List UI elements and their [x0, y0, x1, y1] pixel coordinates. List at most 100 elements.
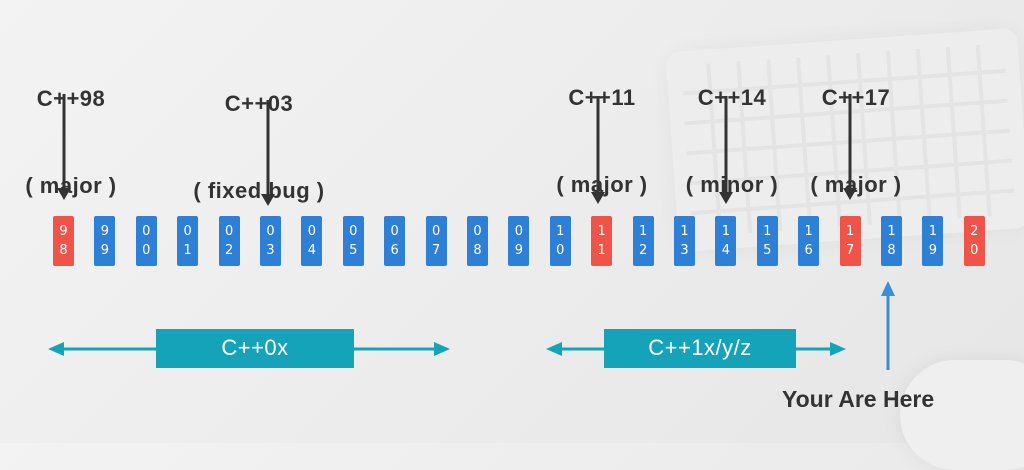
callout-version: C++14 [697, 85, 767, 110]
year-digit: 1 [928, 224, 938, 239]
you-are-here-arrow [881, 281, 895, 370]
year-digit: 0 [142, 224, 151, 239]
year-digit: 2 [970, 224, 979, 239]
year-digit: 0 [183, 224, 192, 239]
callout-arrows [57, 94, 857, 206]
year-digit: 0 [390, 224, 399, 239]
year-digit: 6 [804, 243, 813, 258]
callout-version: C++11 [568, 85, 636, 110]
year-digit: 1 [597, 224, 606, 239]
year-digit: 7 [431, 243, 441, 258]
year-digit: 0 [970, 243, 979, 258]
callout-note: ( fixed bug ) [193, 178, 325, 203]
year-digit: 1 [597, 243, 606, 258]
year-digit: 0 [473, 224, 482, 239]
year-digit: 5 [349, 243, 358, 258]
year-digit: 1 [887, 224, 896, 239]
diagram-overlay [48, 94, 895, 370]
year-digit: 8 [887, 243, 896, 258]
year-digit: 1 [804, 224, 813, 239]
year-digit: 1 [183, 243, 192, 258]
callout-arrow-head [57, 188, 71, 200]
year-digit: 1 [845, 224, 855, 239]
year-digit: 2 [638, 243, 648, 258]
callout-note: ( minor ) [685, 172, 779, 197]
callout-version: C++98 [36, 86, 106, 111]
callout-cpp98: C++98 ( major ) [25, 26, 116, 229]
callout-version: C++03 [224, 91, 294, 116]
callout-version: C++17 [821, 85, 891, 110]
year-digit: 0 [431, 224, 441, 239]
year-digit: 1 [763, 224, 772, 239]
era-label-box [604, 329, 796, 368]
year-digit: 9 [100, 243, 110, 258]
callout-note: ( major ) [810, 172, 902, 197]
era-label-box [156, 329, 354, 368]
year-digit: 0 [514, 224, 524, 239]
callout-arrow-head [843, 188, 857, 200]
year-digit: 5 [763, 243, 772, 258]
era-label-cpp1x: C++1x/y/z [648, 335, 752, 360]
year-digit: 4 [307, 243, 317, 258]
year-digit: 7 [845, 243, 855, 258]
you-are-here-label: Your Are Here [782, 386, 935, 412]
year-digit: 1 [638, 224, 648, 239]
era-arrow-head-left [546, 342, 562, 356]
year-digit: 2 [224, 243, 234, 258]
year-digit: 1 [680, 224, 689, 239]
year-digit: 0 [224, 224, 234, 239]
year-digit: 0 [349, 224, 358, 239]
callout-note: ( major ) [556, 172, 648, 197]
year-digit: 0 [556, 243, 565, 258]
year-digit: 9 [928, 243, 938, 258]
callout-arrow-head [591, 192, 605, 204]
year-digit: 0 [307, 224, 317, 239]
era-arrows [48, 329, 846, 368]
callout-cpp11: C++11 ( major ) [556, 25, 647, 228]
year-digit: 1 [556, 224, 565, 239]
era-arrow-head-right [434, 342, 450, 356]
callout-arrow-head [261, 194, 275, 206]
year-digit: 3 [266, 243, 275, 258]
callout-cpp14: C++14 ( minor ) [686, 25, 779, 228]
era-arrow-head-left [48, 342, 64, 356]
era-arrow-head-right [830, 342, 846, 356]
year-digit: 9 [514, 243, 524, 258]
year-digit: 0 [142, 243, 151, 258]
era-label-cpp0x: C++0x [221, 335, 289, 360]
year-digit: 8 [473, 243, 482, 258]
year-digit: 3 [680, 243, 689, 258]
callout-note: ( major ) [25, 173, 117, 198]
year-digit: 9 [100, 224, 110, 239]
callout-arrow-head [719, 192, 733, 204]
year-digit: 9 [59, 224, 68, 239]
year-digit: 0 [266, 224, 275, 239]
year-digit: 1 [721, 224, 731, 239]
year-digit: 8 [59, 243, 68, 258]
callout-cpp17: C++17 ( major ) [810, 25, 901, 228]
year-digit: 6 [390, 243, 399, 258]
year-digit: 4 [721, 243, 731, 258]
marker-arrow-head [881, 281, 895, 296]
